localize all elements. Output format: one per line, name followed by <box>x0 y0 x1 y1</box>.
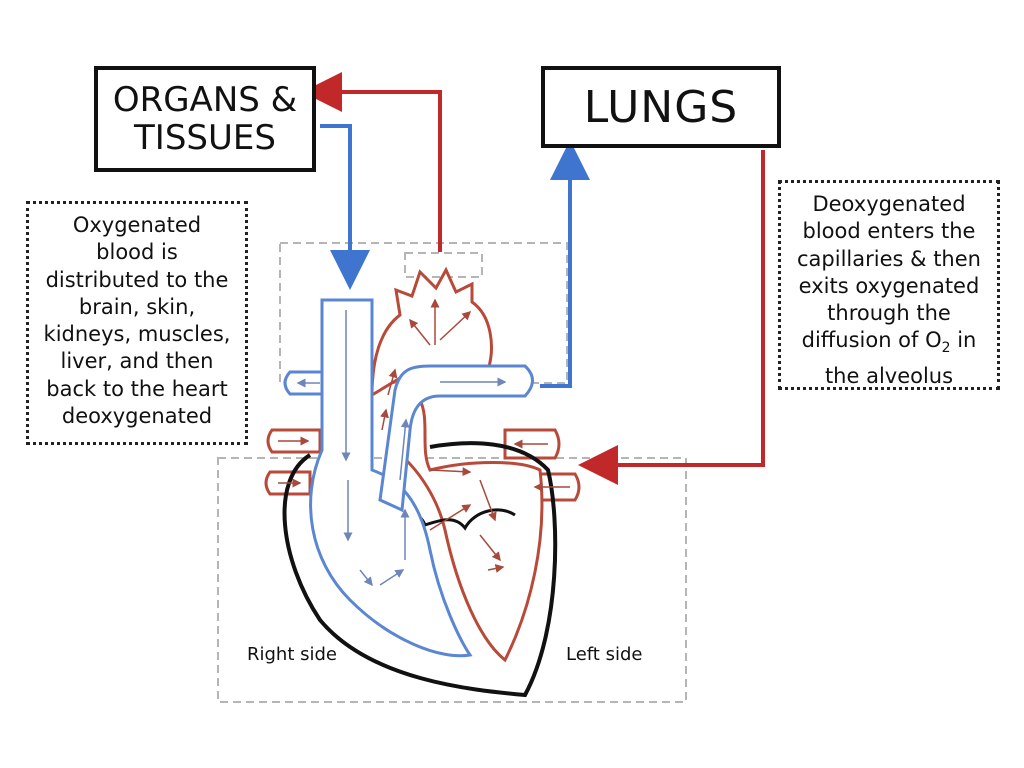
right-side-label: Right side <box>247 644 337 665</box>
heart-outline <box>282 441 558 698</box>
lungs-box: LUNGS <box>541 66 781 148</box>
internal-flow-arrows-blue <box>296 310 507 587</box>
note-right-line: the alveolus <box>824 363 954 388</box>
note-left-line: brain, skin, <box>78 294 196 319</box>
deoxygenated-note: Deoxygenated blood enters the capillarie… <box>778 180 1000 390</box>
note-right-line: Deoxygenated <box>812 192 966 216</box>
arrow-heart-to-lungs <box>540 140 590 388</box>
note-left-line: deoxygenated <box>61 404 213 429</box>
diffusion-suffix: in <box>950 328 977 353</box>
aorta <box>370 266 493 398</box>
dashed-outline-upper <box>279 242 568 384</box>
organs-line2: TISSUES <box>134 118 276 158</box>
arrow-heart-to-organs <box>302 72 442 252</box>
pulmonary-artery <box>378 364 534 513</box>
oxygenated-note: Oxygenated blood is distributed to the b… <box>26 201 248 445</box>
left-side-label: Left side <box>566 644 643 665</box>
vena-cava-right-heart <box>309 298 473 658</box>
note-left-line: liver, and then <box>60 349 214 374</box>
note-right-line: through the <box>827 301 951 326</box>
organs-line1: ORGANS & <box>112 80 298 120</box>
note-left-line: Oxygenated <box>72 213 202 237</box>
diffusion-prefix: diffusion of O <box>801 328 942 353</box>
note-left-line: distributed to the <box>45 267 229 292</box>
note-right-line: capillaries & then <box>797 246 981 271</box>
note-right-line: blood enters the <box>802 219 976 244</box>
internal-flow-arrows-red <box>278 298 570 573</box>
oxygen-subscript: 2 <box>941 340 951 357</box>
dashed-outline-lower <box>217 457 687 703</box>
arrow-organs-to-heart <box>320 124 370 290</box>
lungs-label: LUNGS <box>583 81 739 133</box>
note-right-diffusion: diffusion of O2 in <box>781 327 997 362</box>
note-left-line: blood is <box>96 240 178 265</box>
organs-tissues-box: ORGANS & TISSUES <box>94 66 316 172</box>
note-left-line: back to the heart <box>46 376 228 401</box>
note-left-line: kidneys, muscles, <box>43 322 231 347</box>
arrow-lungs-to-heart <box>578 150 765 485</box>
note-right-line: exits oxygenated <box>798 273 980 298</box>
